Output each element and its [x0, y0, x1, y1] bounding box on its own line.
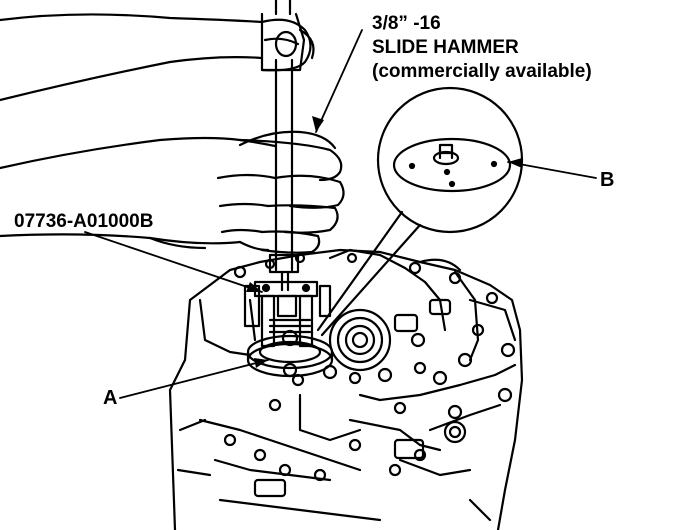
arrowhead-tool: [246, 282, 262, 292]
hand-upper: [0, 13, 315, 102]
transmission-case: [168, 248, 524, 530]
hand-lower: [0, 136, 345, 254]
leader-lines: [84, 29, 597, 399]
slide-hammer-name-label: SLIDE HAMMER: [372, 37, 519, 58]
leader-b: [507, 161, 597, 179]
detail-callout-b: [316, 86, 524, 337]
part-b-label: B: [600, 169, 615, 191]
arrowhead-b: [508, 158, 522, 168]
part-a-bearing: [246, 334, 334, 378]
leader-tool: [84, 231, 263, 293]
slide-hammer-size-label: 3/8” -16: [372, 13, 441, 34]
leader-slide-hammer: [315, 29, 363, 133]
arrowhead-slide-hammer: [312, 116, 324, 132]
arrowhead-a: [254, 358, 268, 368]
tool-number-label: 07736-A01000B: [14, 211, 154, 232]
slide-hammer-note-label: (commercially available): [372, 61, 592, 82]
arrowheads: [246, 116, 522, 368]
slide-hammer: [238, 0, 337, 292]
part-a-label: A: [103, 387, 118, 409]
leader-a: [119, 359, 269, 399]
